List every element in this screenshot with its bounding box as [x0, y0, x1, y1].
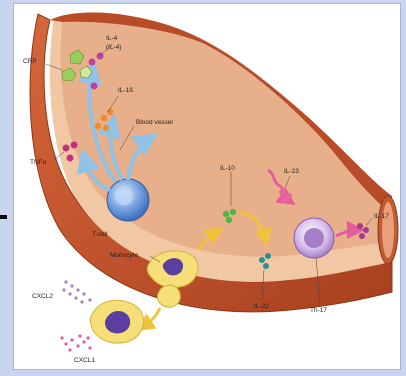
monocyte-transmigrating	[157, 285, 180, 307]
label-monocyte: Monocyte	[110, 252, 139, 259]
label-il22: IL-22	[254, 303, 269, 310]
label-tcell: T-cell	[92, 231, 108, 238]
t-cell-nucleus	[115, 187, 133, 205]
label-il1b: IL-1ß	[118, 87, 133, 94]
th17-nucleus	[304, 228, 324, 248]
label-il23: IL-23	[284, 168, 299, 175]
cxcl2-molecules	[62, 280, 91, 303]
label-il4: IL-4	[106, 35, 118, 42]
label-il17: IL-17	[374, 213, 389, 220]
label-cxcl2: CXCL2	[32, 293, 53, 300]
label-il4-alt: (IL-4)	[106, 44, 122, 51]
cxcl1-molecules	[60, 334, 91, 351]
label-th17: Th-17	[310, 307, 327, 314]
label-il10: IL-10	[220, 165, 235, 172]
macrophage-arrow	[144, 308, 160, 326]
label-blood-vessel: Blood vessel	[136, 119, 173, 126]
macrophage-cell	[90, 300, 143, 343]
label-cxcl1: CXCL1	[74, 357, 95, 364]
label-tnfa: TNFα	[30, 159, 47, 166]
label-crp: CRP	[23, 58, 37, 65]
vessel-opening-inner	[382, 202, 394, 258]
